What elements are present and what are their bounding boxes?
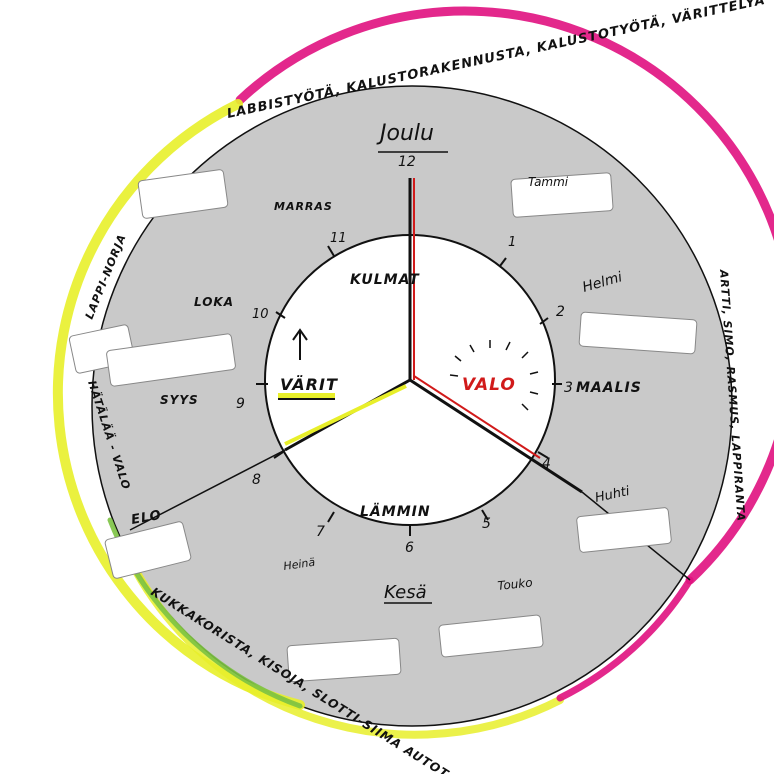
month-loka: LOKA [194,295,234,309]
month-touko: Touko [497,575,533,593]
hour-ticks [256,245,562,536]
clock-3: 3 [564,380,573,396]
inner-kulmat: KULMAT [350,272,420,288]
inner-varit: VÄRIT [280,375,338,394]
clock-1: 1 [508,235,516,250]
clock-7: 7 [316,524,325,540]
clock-10: 10 [252,307,269,322]
sun-rays [449,340,539,411]
varit-arrow [292,328,308,360]
redaction-boxes [68,169,698,683]
rim-magenta-bottom-arc [556,576,694,702]
clock-5: 5 [482,516,491,532]
inner-lammin: LÄMMIN [360,503,431,520]
clock-4: 4 [542,456,551,472]
clock-12: 12 [398,154,416,170]
spoke-left-yellow [284,384,407,446]
clock-8: 8 [252,472,261,488]
clock-6: 6 [405,540,414,556]
season-winter: Joulu [376,121,434,146]
season-summer: Kesä [384,582,427,603]
month-heina: Heinä [283,556,317,573]
month-syys: SYYS [160,393,199,407]
month-marras: MARRAS [274,200,333,213]
clock-2: 2 [556,304,565,320]
spoke-lower-left [129,449,286,531]
clock-9: 9 [236,396,245,412]
rim-yellow-arc [52,99,305,710]
spoke-right-red [413,375,541,459]
rim-magenta-arc [235,6,774,585]
month-maalis: MAALIS [576,380,642,396]
clock-11: 11 [330,231,347,246]
inner-valo: VALO [462,375,516,395]
month-huhti: Huhti [594,484,632,506]
spoke-right [409,378,583,494]
month-tammi: Tammi [528,175,569,189]
month-elo: ELO [130,508,163,528]
